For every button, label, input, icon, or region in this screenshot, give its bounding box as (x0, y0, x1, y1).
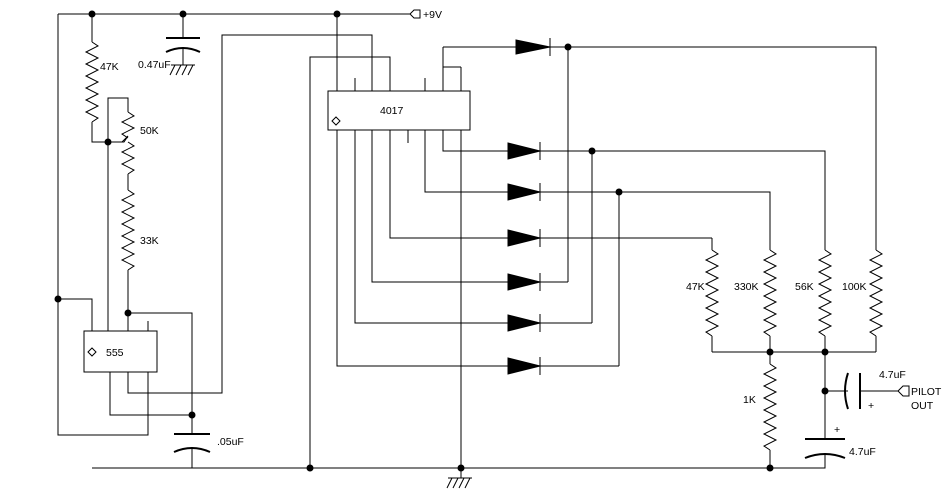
potentiometer-50k-label: 50K (140, 125, 159, 137)
diode-3 (507, 183, 619, 201)
resistor-56k-label: 56K (795, 281, 814, 293)
resistor-47k-timing: 47K (84, 14, 122, 143)
pilot-output-label-line2: OUT (911, 400, 934, 412)
ground-symbol-bottom (446, 477, 472, 489)
capacitor-05uf-label: .05uF (217, 436, 244, 448)
resistor-56k: 56K (795, 249, 833, 352)
capacitor-bottom-polarity: + (834, 424, 840, 436)
timer-555-label: 555 (106, 347, 124, 359)
resistor-330k-label: 330K (734, 281, 759, 293)
summing-bus (712, 348, 876, 356)
resistor-33k-label: 33K (140, 235, 159, 247)
resistor-100k-label: 100K (842, 281, 867, 293)
resistor-1k: 1K (743, 352, 778, 468)
counter-output-wires (336, 46, 516, 367)
diode-4 (507, 229, 712, 247)
resistor-33k: 33K (120, 174, 159, 313)
diode-7 (507, 357, 619, 375)
pilot-output-label-line1: PILOT (911, 386, 942, 398)
resistor-47k-timing-label: 47K (100, 61, 119, 73)
supply-label: +9V (423, 9, 442, 21)
capacitor-output-polarity: + (868, 400, 874, 412)
supply-terminal: +9V (409, 9, 442, 21)
capacitor-047uf-label: 0.47uF (138, 59, 171, 71)
resistor-1k-label: 1K (743, 394, 756, 406)
pilot-output-terminal: PILOT OUT (897, 385, 942, 412)
capacitor-bottom-label: 4.7uF (849, 446, 876, 458)
capacitor-05uf: .05uF (173, 415, 244, 468)
capacitor-047uf: 0.47uF (138, 14, 201, 76)
diode-1 (515, 38, 568, 56)
potentiometer-50k: 50K (104, 97, 159, 175)
capacitor-bottom-4-7uf: + 4.7uF (770, 352, 876, 469)
timing-wires (57, 34, 373, 436)
counter-4017-pins (309, 14, 462, 468)
diode-5 (507, 273, 568, 291)
resistor-47k-mix: 47K (686, 249, 720, 352)
ground-rail (92, 464, 774, 478)
diode-buses (564, 43, 877, 366)
diode-2 (507, 142, 592, 160)
counter-4017-label: 4017 (380, 105, 404, 117)
counter-4017-chip: 4017 (327, 90, 471, 131)
resistor-330k: 330K (734, 249, 778, 352)
capacitor-output-label: 4.7uF (879, 369, 906, 381)
capacitor-output-4-7uf: + 4.7uF (825, 369, 906, 412)
resistor-100k: 100K (842, 249, 884, 352)
timer-555-chip: 555 (83, 330, 158, 373)
resistor-47k-mix-label: 47K (686, 281, 705, 293)
diode-6 (507, 314, 592, 332)
